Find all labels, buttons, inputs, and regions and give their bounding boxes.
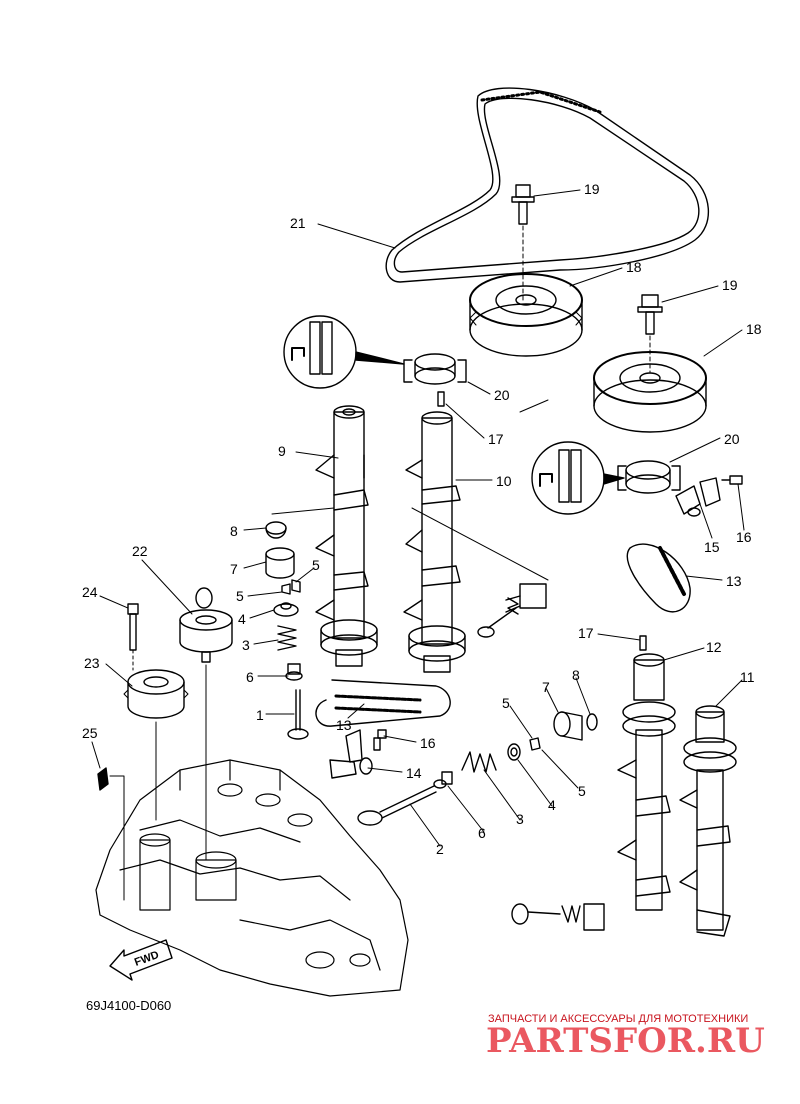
oil-seal-20-right [531,441,681,515]
callout-4b: 4 [548,797,556,813]
callout-1: 1 [256,707,264,723]
callout-8b: 8 [572,667,580,683]
callout-13a: 13 [336,717,352,733]
cylinder-head-block [95,759,409,997]
spring-retainer-4-right [507,743,521,761]
watermark-caption: ЗАПЧАСТИ И АКСЕССУАРЫ ДЛЯ МОТОТЕХНИКИ [488,1013,748,1025]
callout-22: 22 [132,543,148,559]
drive-gear-23 [123,669,189,821]
callout-17a: 17 [488,431,504,447]
callout-23: 23 [84,655,100,671]
valve-lifter-7-left [265,547,295,579]
chain-guide-15 [675,477,721,517]
spring-retainer-4-left [273,602,299,617]
callout-20a: 20 [494,387,510,403]
callout-19b: 19 [722,277,738,293]
diagram-code: 69J4100-D060 [86,998,171,1013]
callout-7a: 7 [230,561,238,577]
callout-25: 25 [82,725,98,741]
camshaft-9 [315,405,378,667]
dowel-pin-17-lower [639,635,647,651]
bolt-16-center [373,729,387,751]
valve-assembly-lower [511,903,605,931]
callout-3a: 3 [242,637,250,653]
callout-9: 9 [278,443,286,459]
fwd-label: FWD [133,949,161,969]
fwd-arrow [109,939,173,981]
valve-spring-3-right [461,751,497,773]
camshaft-pulley-18-upper [469,273,583,357]
valve-1 [287,689,309,740]
callout-21: 21 [290,215,306,231]
callout-20b: 20 [724,431,740,447]
callout-5a: 5 [312,557,320,573]
dowel-pin-17-upper [437,391,445,407]
callout-8a: 8 [230,523,238,539]
valve-lifter-7-right [553,711,583,741]
valve-stem-seal-6-left [285,663,303,681]
timing-chain-13-right [626,543,691,613]
camshaft-12 [617,653,676,911]
callout-3b: 3 [516,811,524,827]
camshaft-11 [679,705,737,937]
bolt-19-right [637,294,663,373]
timing-chain-13-left [315,679,451,727]
camshaft-pulley-18-right [593,351,707,433]
bolt-19-upper [511,184,535,301]
valve-lifter-pad-8-right [586,713,598,731]
callout-16b: 16 [420,735,436,751]
callout-5c: 5 [502,695,510,711]
bolt-24 [127,603,139,671]
watermark-brand: PARTSFOR.RU [486,1021,765,1061]
callout-7b: 7 [542,679,550,695]
tensioner-22 [179,587,233,861]
valve-lifter-pad-8 [265,521,287,539]
callout-5d: 5 [578,783,586,799]
callout-12: 12 [706,639,722,655]
callout-6a: 6 [246,669,254,685]
woodruff-key-25 [97,767,125,901]
callout-19a: 19 [584,181,600,197]
timing-belt [385,87,709,283]
callout-11: 11 [740,669,755,685]
valve-spring-3-left [277,625,297,651]
callout-24: 24 [82,584,98,600]
guide-lines [271,399,549,581]
valve-assembly-center [477,583,547,638]
callout-18a: 18 [626,259,642,275]
callout-5b: 5 [236,588,244,604]
callout-18b: 18 [746,321,762,337]
chain-tensioner-14 [329,729,373,779]
callout-14: 14 [406,765,422,781]
camshaft-10 [403,411,466,673]
bolt-16-right [721,475,743,485]
callout-6b: 6 [478,825,486,841]
callout-17b: 17 [578,625,594,641]
callout-2: 2 [436,841,444,857]
callout-15: 15 [704,539,720,555]
valve-cotter-5-right [529,737,541,751]
callout-10: 10 [496,473,512,489]
callout-13b: 13 [726,573,742,589]
valve-cotter-5-left [281,579,301,595]
valve-stem-seal-6-right [433,771,453,789]
watermark: ЗАПЧАСТИ И АКСЕССУАРЫ ДЛЯ МОТОТЕХНИКИ PA… [486,1013,765,1061]
callout-4a: 4 [238,611,246,627]
oil-seal-20-left [283,315,467,389]
leader-lines [91,189,745,847]
callout-labels: 21 19 18 19 18 20 17 9 10 20 16 15 8 7 5… [82,181,762,857]
callout-16a: 16 [736,529,752,545]
valve-2 [357,785,437,826]
